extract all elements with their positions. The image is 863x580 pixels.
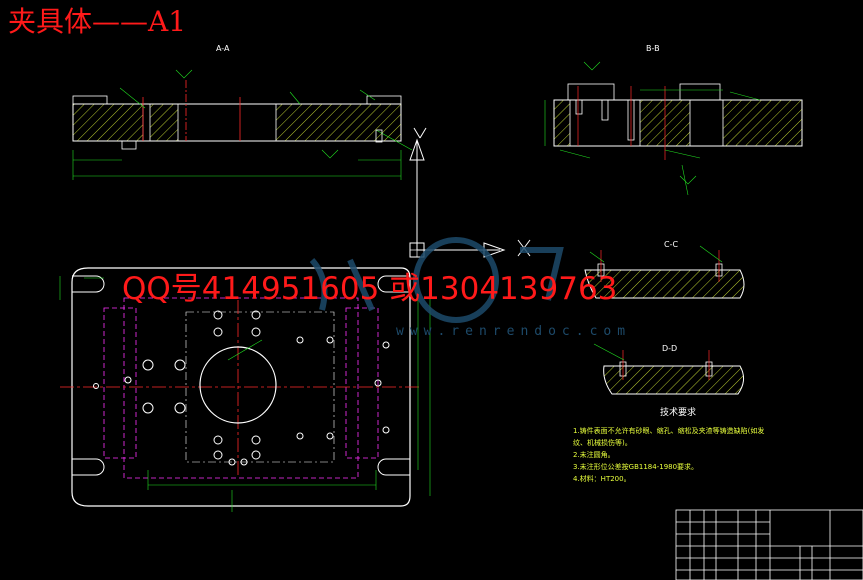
tech-note: 2.未注圆角。 [573,451,615,459]
title-block [675,509,863,580]
section-b-b-label: B-B [646,44,660,53]
tech-note: 3.未注形位公差按GB1184-1980要求。 [573,463,699,471]
section-a-a-label: A-A [216,44,230,53]
tech-note: 1.铸件表面不允许有砂眼、缩孔、缩松及夹渣等铸造缺陷(如发 [573,427,765,435]
plan-view [59,267,431,512]
section-a-a-view [72,69,413,180]
section-c-c-label: C-C [664,240,679,249]
tech-note: 纹、机械损伤等)。 [573,439,632,447]
section-b-b-view [544,61,803,196]
tech-note: 4.材料：HT200。 [573,475,631,483]
watermark-url: www.renrendoc.com [396,324,632,339]
section-c-c-view [584,245,745,299]
ucs-axis-icon [409,127,531,258]
hatch-region-left [72,103,144,142]
center-bore [199,346,277,424]
hatch-region-right [275,103,402,142]
drawing-title: 夹具体——A1 [8,5,187,38]
section-d-d-view [593,343,744,395]
plan-view-outline [71,267,411,507]
tech-requirements-title: 技术要求 [660,408,697,418]
section-d-d-label: D-D [662,344,678,353]
contact-overlay: QQ号414951605 或1304139763 [122,271,618,307]
hatch-region-mid [149,103,179,142]
